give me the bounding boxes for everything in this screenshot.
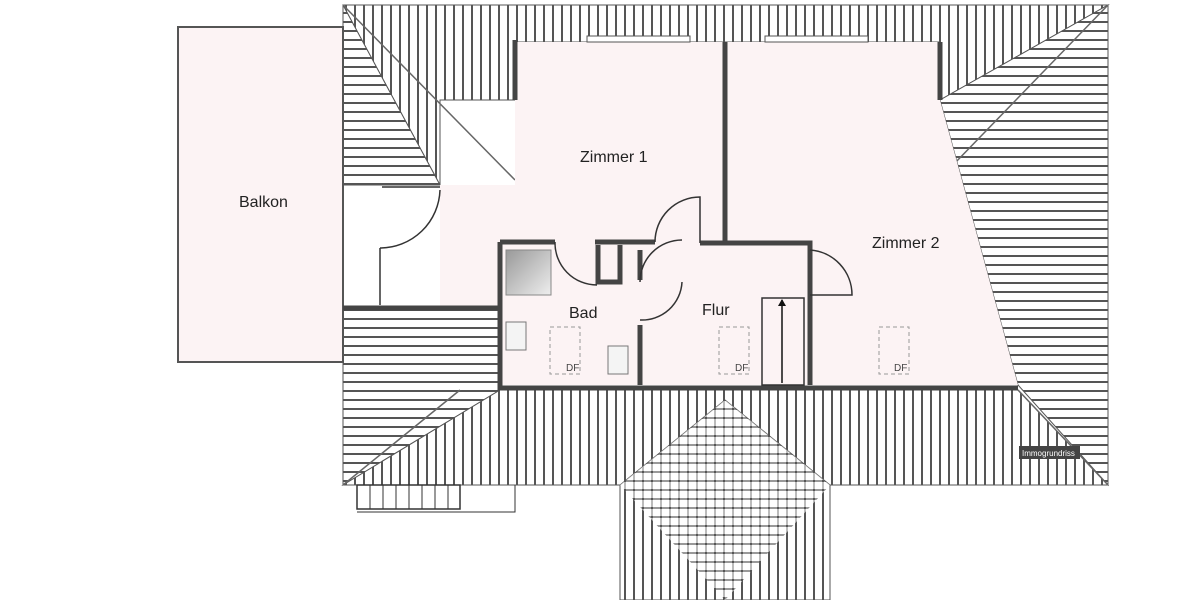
roof [341,4,1110,600]
room-label-balkon: Balkon [239,194,288,211]
skylight-label-zimmer2: DF [894,363,907,374]
exterior-stairs [356,484,516,513]
skylight-label-bad: DF [566,363,579,374]
shower [505,249,552,296]
room-label-bad: Bad [569,305,597,322]
watermark: Immogrundriss [1022,449,1075,458]
balkon-area [177,26,344,363]
sink [505,321,527,351]
roof-dormer-gable [620,400,830,600]
room-label-zimmer2: Zimmer 2 [872,235,940,252]
watermark-box [1019,446,1080,459]
room-label-flur: Flur [702,302,730,319]
skylights [549,326,910,375]
interior-floor [440,42,1018,385]
stairs [761,297,805,386]
windows [586,35,869,43]
walls [343,40,1018,391]
doors [379,186,853,321]
toilet [607,345,629,375]
skylight-label-flur: DF [735,363,748,374]
room-label-zimmer1: Zimmer 1 [580,149,648,166]
